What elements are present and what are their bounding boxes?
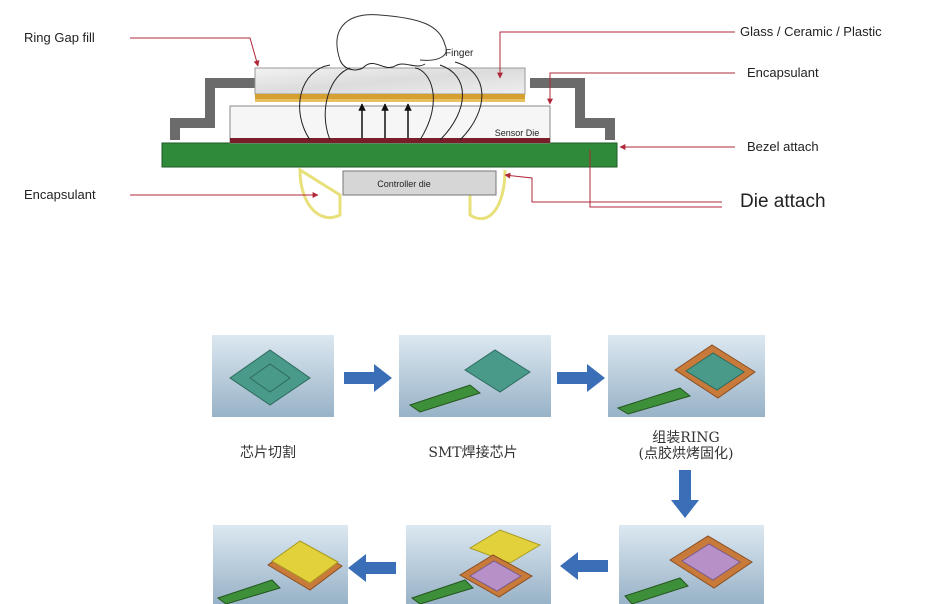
flex-cable-icon xyxy=(408,384,482,413)
pcb-board xyxy=(161,142,618,168)
chip-icon xyxy=(229,349,311,406)
process-flow: 芯片切割 SMT焊接芯片 组装RING (点胶烘烤固化) xyxy=(212,335,765,604)
chip-icon xyxy=(464,349,531,393)
step-6-panel xyxy=(213,525,348,604)
step-1-panel xyxy=(212,335,334,417)
bezel-right xyxy=(530,78,615,140)
gold-layer xyxy=(255,94,525,99)
label-encapsulant-left: Encapsulant xyxy=(24,187,96,202)
field-lines xyxy=(299,59,483,141)
step-3-panel xyxy=(608,335,765,417)
step-4-panel xyxy=(619,525,764,604)
glass-cover xyxy=(254,67,526,95)
sensor-die xyxy=(229,105,551,144)
label-die-attach: Die attach xyxy=(740,191,826,212)
label-glass: Glass / Ceramic / Plastic xyxy=(740,24,882,39)
label-ring-gap-fill: Ring Gap fill xyxy=(24,30,95,45)
cover-icon xyxy=(271,540,339,584)
step-5-panel xyxy=(406,525,551,604)
leader-lines xyxy=(130,31,735,208)
sensor-die-label: Sensor Die xyxy=(495,128,540,138)
up-arrows xyxy=(358,103,412,138)
flex-cable-icon xyxy=(216,579,281,604)
flex-cable-icon xyxy=(616,387,692,415)
label-encapsulant-top: Encapsulant xyxy=(747,65,819,80)
bezel xyxy=(170,78,255,140)
encapsulant-bottom-glow-right xyxy=(468,169,507,221)
arrow-left-1 xyxy=(560,552,608,580)
step-3-label: 组装RING xyxy=(652,430,720,446)
cross-section: Controller die Sensor Die Finger xyxy=(24,14,882,221)
arrow-down xyxy=(671,470,699,518)
finger-outline xyxy=(336,14,447,61)
controller-die-label: Controller die xyxy=(377,179,431,189)
flex-cable-icon xyxy=(410,579,474,604)
step-2-label: SMT焊接芯片 xyxy=(428,444,517,461)
flex-cable-icon xyxy=(624,577,689,604)
encapsulant-bottom-glow xyxy=(298,167,342,220)
gold-layer-2 xyxy=(255,99,525,102)
arrow-right-1 xyxy=(344,364,392,392)
step-3-sublabel: (点胶烘烤固化) xyxy=(639,445,734,462)
arrow-left-2 xyxy=(348,554,396,582)
controller-die xyxy=(342,170,497,196)
finger-label: Finger xyxy=(445,48,474,59)
step-2-panel xyxy=(399,335,551,417)
step-1-label: 芯片切割 xyxy=(240,444,296,461)
arrow-right-2 xyxy=(557,364,605,392)
label-bezel-attach: Bezel attach xyxy=(747,139,819,154)
sensor-die-base xyxy=(230,138,550,143)
